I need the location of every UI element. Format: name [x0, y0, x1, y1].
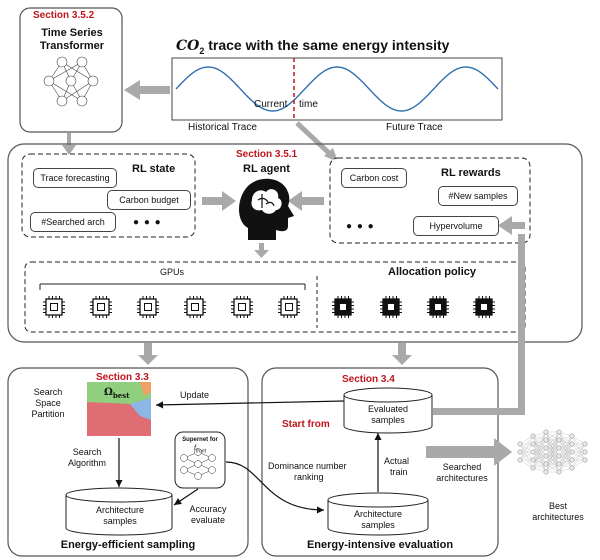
arrow-update [155, 400, 345, 409]
evaluation-arch-samples-label-2: samples [361, 520, 395, 530]
arrow-trace-to-rewards [295, 121, 338, 162]
evaluated-samples-db [343, 387, 433, 434]
evaluation-arch-samples-label-1: Architecture [353, 509, 403, 519]
searched-architectures-label-1: Searched [442, 462, 482, 472]
arrow-rewards-to-agent [288, 191, 324, 211]
start-from-label: Start from [282, 419, 330, 430]
partition-label-1: Search [33, 387, 63, 397]
sampling-arch-samples-label-1: Architecture [95, 505, 145, 515]
supernet-label-1: Supernet for [182, 437, 218, 443]
gpus-label: GPUs [160, 267, 185, 277]
transformer-network-icon [43, 56, 99, 107]
rl-state-item-searched-arch: #Searched arch [30, 212, 116, 232]
evaluation-architecture-samples-db [327, 492, 429, 536]
arrow-allocation-to-sampling [138, 343, 158, 365]
evaluated-samples-label-1: Evaluated [367, 404, 409, 414]
rl-system-box [7, 143, 583, 343]
search-space-partition [87, 382, 151, 436]
supernet-network-icon [180, 448, 216, 480]
rl-state-item-carbon-budget: Carbon budget [107, 190, 191, 210]
evaluation-footer: Energy-intensive evaluation [306, 539, 454, 551]
arrow-agent-to-allocation [254, 243, 269, 258]
actual-train-label-1: Actual [384, 456, 410, 466]
rl-state-item-trace-forecasting: Trace forecasting [33, 168, 117, 188]
omega-best-label: Ωbest [104, 387, 130, 400]
gpu-icon [43, 296, 65, 318]
section-label-rl-agent: Section 3.5.1 [236, 149, 298, 160]
historical-trace-label: Historical Trace [188, 122, 257, 133]
update-label: Update [180, 390, 210, 400]
gpu-icon [231, 296, 253, 318]
arrow-searched-architectures [426, 438, 512, 466]
rl-state-ellipsis: ● ● ● [133, 217, 162, 228]
gpu-allocated-icon [427, 296, 449, 318]
brain-head-icon [239, 178, 294, 240]
rl-reward-item-carbon-cost: Carbon cost [341, 168, 407, 188]
arrow-dominance-ranking [225, 461, 325, 514]
searched-architectures-label-2: architectures [436, 473, 488, 483]
search-algorithm-label-1: Search [72, 447, 102, 457]
rl-rewards-title: RL rewards [441, 167, 501, 179]
evaluated-samples-label-2: samples [371, 415, 405, 425]
transformer-title-line2: Transformer [39, 40, 105, 52]
best-architectures-label-2: architectures [532, 512, 584, 522]
gpu-allocated-icon [380, 296, 402, 318]
dominance-label-2: ranking [294, 472, 324, 482]
search-algorithm-label-2: Algorithm [67, 458, 106, 468]
future-trace-label: Future Trace [386, 122, 443, 133]
partition-label-3: Partition [31, 409, 65, 419]
transformer-box [19, 7, 123, 133]
current-time-label-2: time [299, 99, 318, 110]
sampling-architecture-samples-db [65, 487, 173, 536]
arrow-transformer-to-state [62, 133, 76, 155]
gpu-icon [137, 296, 159, 318]
gpu-icon [184, 296, 206, 318]
supernet-label-2: ffront [194, 445, 206, 455]
sampling-arch-samples-label-2: samples [103, 516, 137, 526]
rl-reward-item-hypervolume: Hypervolume [413, 216, 499, 236]
transformer-title-line1: Time Series [41, 27, 103, 39]
accuracy-evaluate-label-1: Accuracy [189, 504, 227, 514]
trace-title: CO2 trace with the same energy intensity [176, 37, 450, 56]
arrow-accuracy-evaluate [173, 488, 199, 506]
actual-train-label-2: train [390, 467, 408, 477]
rl-agent-title: RL agent [243, 163, 290, 175]
gpu-allocated-icon [332, 296, 354, 318]
partition-label-2: Space [35, 398, 61, 408]
accuracy-evaluate-label-2: evaluate [190, 515, 226, 525]
arrow-state-to-agent [202, 191, 236, 211]
rl-rewards-ellipsis: ● ● ● [346, 221, 375, 232]
sampling-footer: Energy-efficient sampling [60, 539, 196, 551]
arrow-allocation-to-evaluation [392, 343, 412, 365]
arrow-trace-to-transformer [124, 80, 170, 100]
rl-reward-item-new-samples: #New samples [438, 186, 518, 206]
gpu-icon [90, 296, 112, 318]
section-label-transformer: Section 3.5.2 [33, 10, 95, 21]
dominance-label-1: Dominance number [268, 461, 347, 471]
gpu-icon [278, 296, 300, 318]
trace-panel [171, 57, 503, 121]
current-time-label-1: Current [254, 99, 288, 110]
arrow-evaluated-to-hypervolume [433, 216, 525, 415]
rl-state-title: RL state [132, 163, 176, 175]
best-architectures-label-1: Best [548, 501, 567, 511]
supernet-box [174, 431, 226, 489]
section-label-evaluation: Section 3.4 [342, 374, 395, 385]
allocation-policy-label: Allocation policy [388, 266, 477, 278]
gpu-allocated-icon [473, 296, 495, 318]
trace-sine-wave [175, 66, 499, 112]
section-label-sampling: Section 3.3 [96, 372, 149, 383]
best-architectures-network-icon [517, 429, 588, 475]
